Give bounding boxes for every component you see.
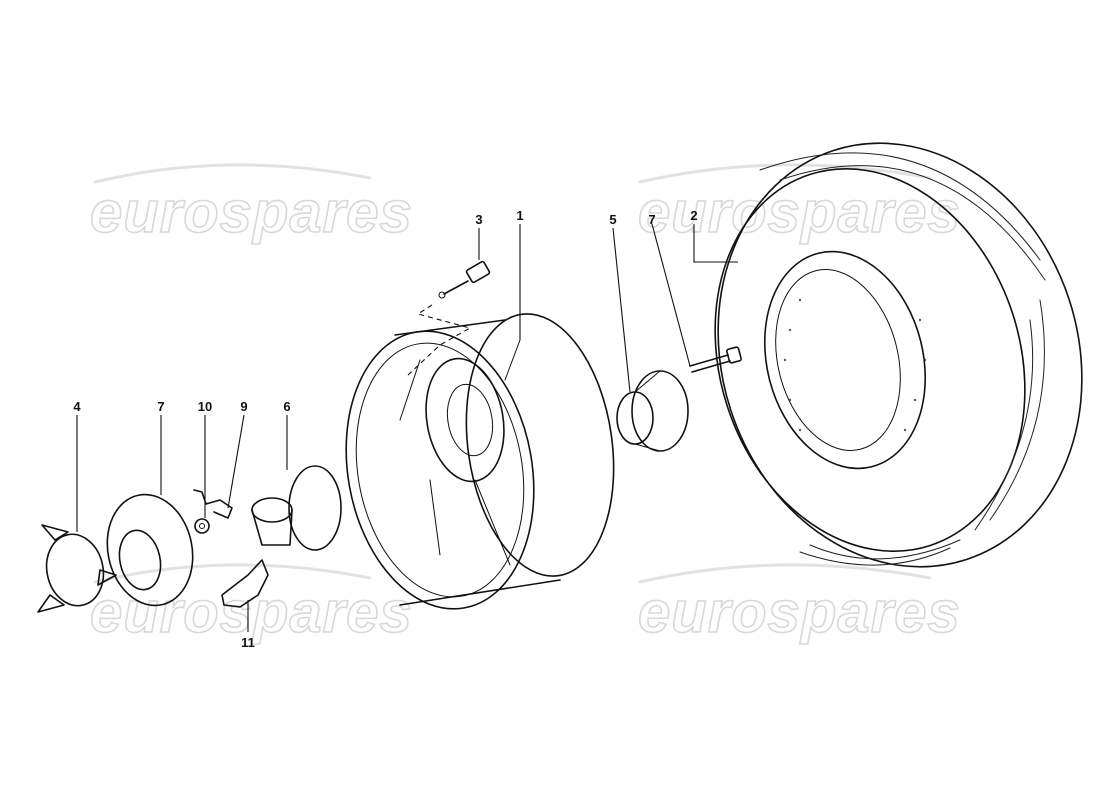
small-parts — [193, 489, 269, 608]
callout-4: 4 — [73, 399, 81, 414]
callout-6: 6 — [283, 399, 290, 414]
washer-part — [106, 493, 194, 607]
outer-hub-part — [251, 465, 342, 551]
callout-10: 10 — [198, 399, 212, 414]
watermark-top-left: eurospares — [90, 180, 413, 245]
bolt-part — [689, 346, 742, 373]
callout-2: 2 — [690, 208, 697, 223]
callout-11: 11 — [241, 635, 255, 650]
callout-8: 7 — [648, 212, 655, 227]
rim-part — [345, 313, 615, 610]
callout-labels: 3 1 5 7 2 4 7 10 9 6 11 — [73, 208, 697, 650]
valve-part — [407, 260, 491, 376]
callout-7: 7 — [157, 399, 164, 414]
callout-9: 9 — [240, 399, 247, 414]
callout-3: 3 — [475, 212, 482, 227]
leader-lines — [76, 223, 738, 632]
spinner-cap-part — [37, 524, 117, 613]
callout-1: 1 — [516, 208, 523, 223]
tyre-part — [714, 142, 1083, 568]
watermark-group: eurospares eurospares eurospares eurospa… — [89, 163, 961, 646]
watermark-bottom-right: eurospares — [638, 580, 961, 645]
watermark-top-right: eurospares — [638, 180, 961, 245]
inner-hub-part — [616, 370, 689, 452]
callout-5: 5 — [609, 212, 616, 227]
